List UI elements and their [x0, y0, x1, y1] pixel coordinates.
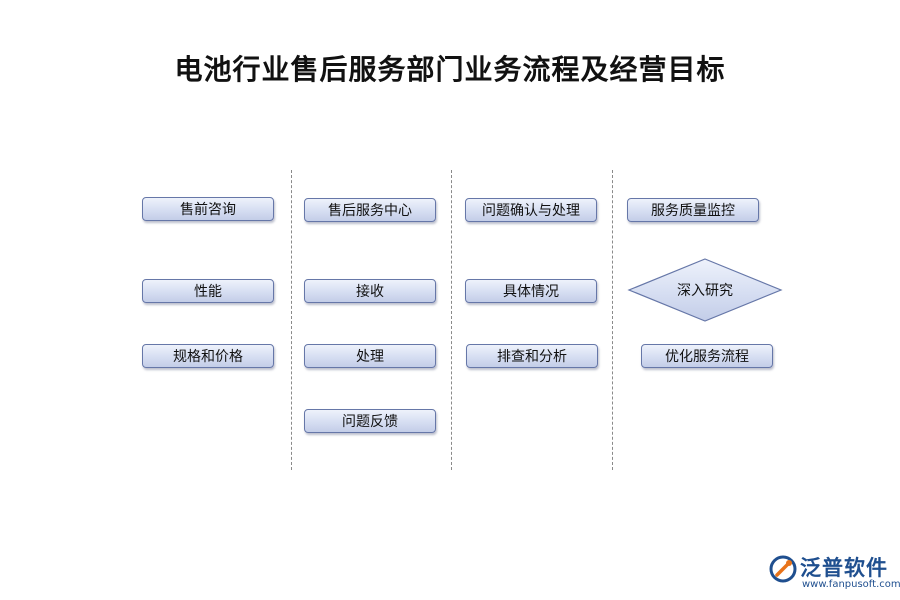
- node-investigation-analysis: 排查和分析: [466, 344, 598, 368]
- node-receive: 接收: [304, 279, 436, 303]
- node-specs-and-price: 规格和价格: [142, 344, 274, 368]
- node-pre-sales-consultation: 售前咨询: [142, 197, 274, 221]
- node-issue-feedback: 问题反馈: [304, 409, 436, 433]
- node-service-quality-monitoring: 服务质量监控: [627, 198, 759, 222]
- fanpu-logo-icon: [769, 555, 797, 583]
- node-issue-confirmation: 问题确认与处理: [465, 198, 597, 222]
- decision-diamond: [627, 258, 783, 322]
- node-process: 处理: [304, 344, 436, 368]
- node-performance: 性能: [142, 279, 274, 303]
- brand-logo: 泛普软件 www.fanpusoft.com: [768, 552, 900, 592]
- node-after-sales-center: 售后服务中心: [304, 198, 436, 222]
- brand-url: www.fanpusoft.com: [802, 579, 900, 590]
- column-divider: [451, 170, 452, 470]
- node-in-depth-research: 深入研究: [677, 283, 733, 299]
- brand-name: 泛普软件: [800, 556, 888, 580]
- page-title: 电池行业售后服务部门业务流程及经营目标: [174, 53, 726, 86]
- node-specific-situation: 具体情况: [465, 279, 597, 303]
- node-optimize-service-flow: 优化服务流程: [641, 344, 773, 368]
- column-divider: [612, 170, 613, 470]
- column-divider: [291, 170, 292, 470]
